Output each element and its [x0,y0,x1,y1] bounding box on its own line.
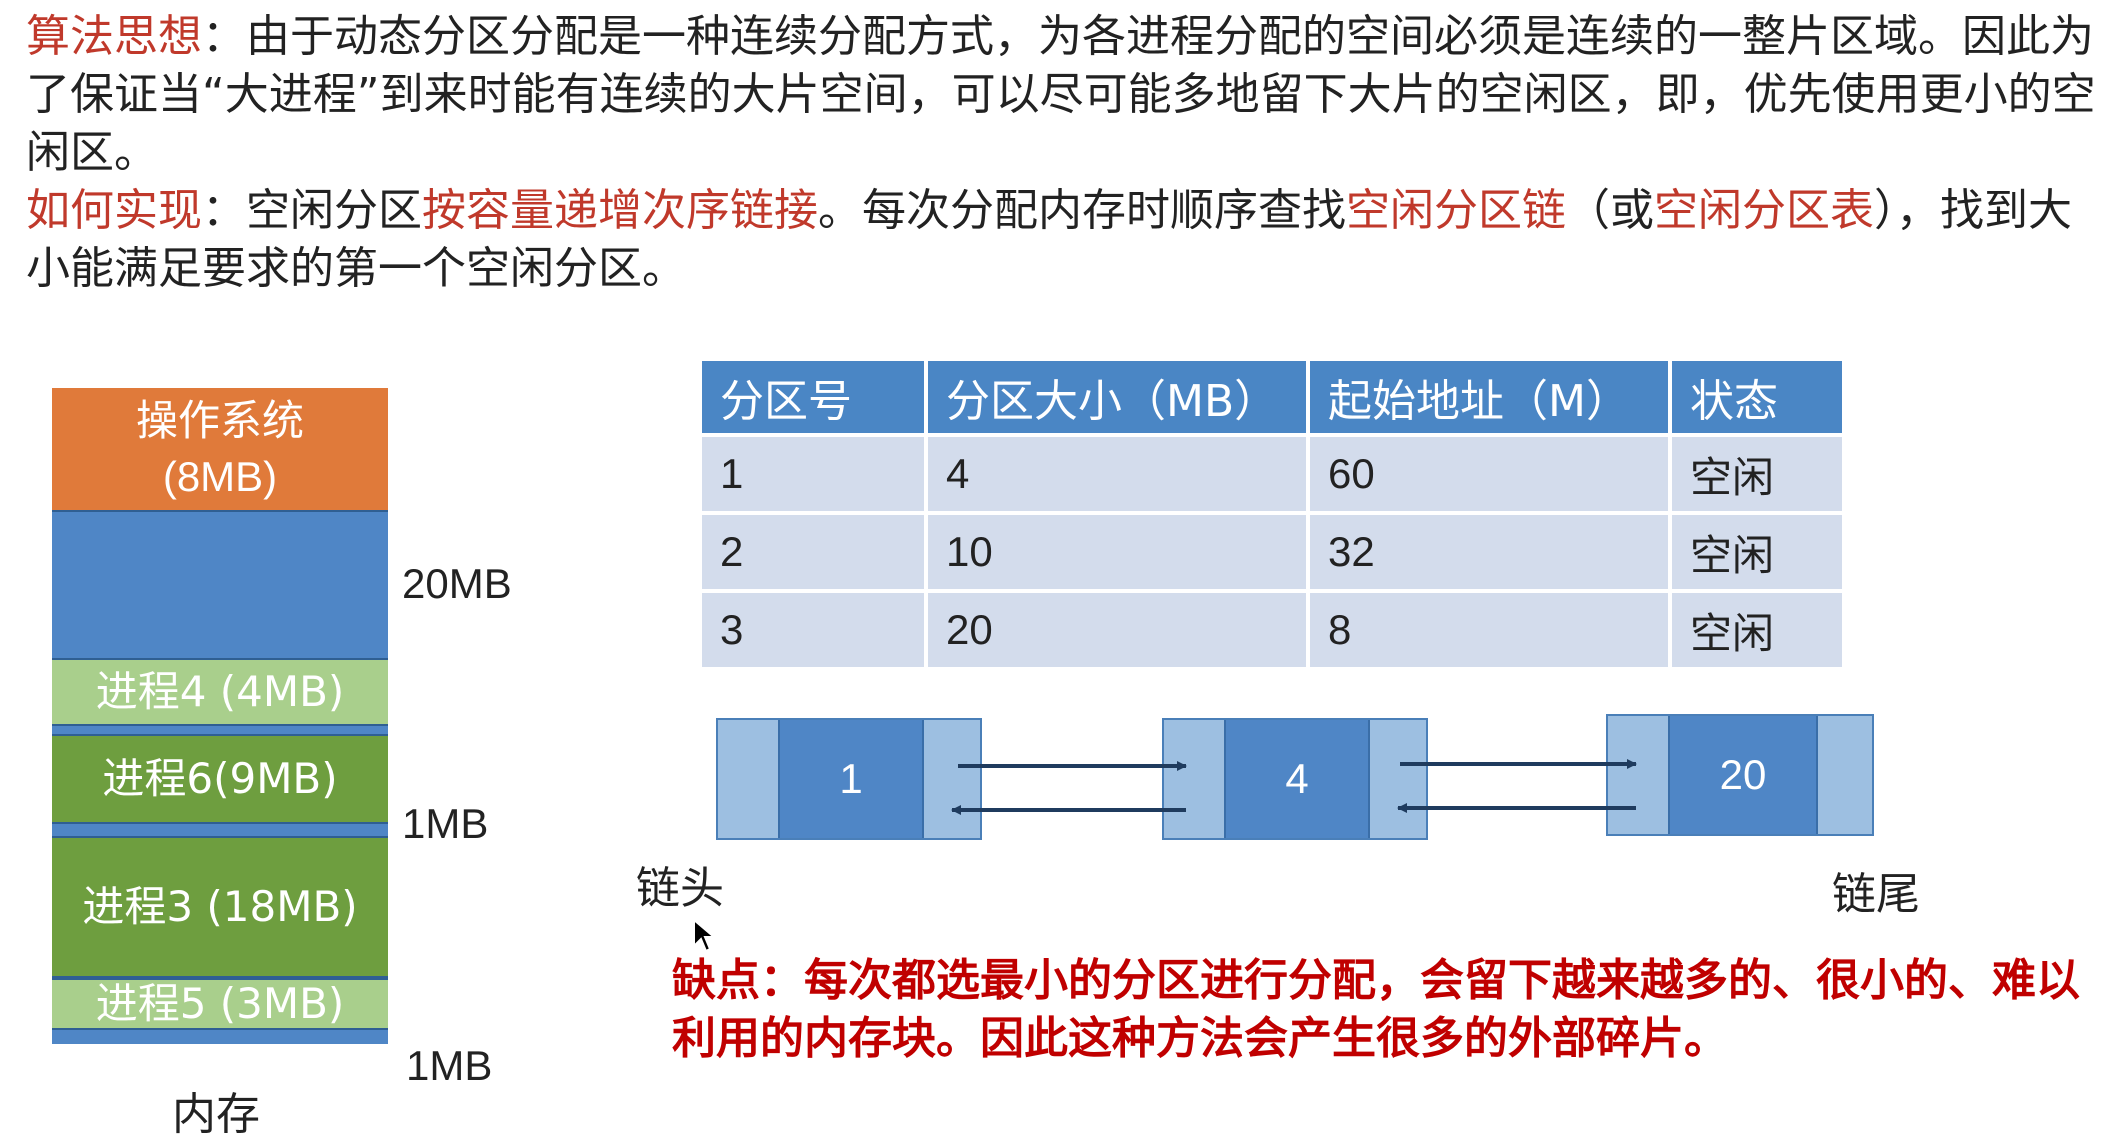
process-6-block: 进程6(9MB) [52,734,388,824]
implementation-text-2: 。每次分配内存时顺序查找 [818,185,1346,236]
cell-partition-size: 4 [928,437,1306,511]
implementation-text-4: ），找到大小能满足要求的第一个空闲分区。 [26,185,2072,294]
cell-status: 空闲 [1672,437,1842,511]
process-4-block: 进程4 (4MB) [52,658,388,726]
free-1mb-label-upper: 1MB [402,800,489,847]
header-partition-size: 分区大小（MB） [928,361,1306,433]
implementation-paragraph: 如何实现：空闲分区按容量递增次序链接。每次分配内存时顺序查找空闲分区链（或空闲分… [26,182,2096,298]
memory-caption: 内存 [172,1089,260,1140]
algorithm-idea-text: ：由于动态分区分配是一种连续分配方式，为各进程分配的空间必须是连续的一整片区域。… [26,11,2096,178]
process-3-block: 进程3 (18MB) [52,836,388,978]
implementation-text-1: ：空闲分区 [202,185,422,236]
cell-partition-number: 1 [702,437,924,511]
header-partition-number: 分区号 [702,361,924,433]
table-header-row: 分区号 分区大小（MB） 起始地址（M） 状态 [702,361,1842,433]
free-partition-table: 分区号 分区大小（MB） 起始地址（M） 状态 1 4 60 空闲 2 10 3… [698,357,1846,671]
implementation-text-3: （或 [1566,185,1654,236]
free-1mb-label-lower: 1MB [406,1042,493,1089]
header-status: 状态 [1672,361,1842,433]
os-label: 操作系统 [135,396,304,445]
os-size: (8MB) [162,453,278,500]
implementation-highlight-1: 按容量递增次序链接 [422,185,818,236]
list-node-1-value: 1 [778,720,924,838]
cell-start-address: 8 [1310,593,1668,667]
cell-status: 空闲 [1672,593,1842,667]
cell-partition-size: 10 [928,515,1306,589]
algorithm-idea-paragraph: 算法思想：由于动态分区分配是一种连续分配方式，为各进程分配的空间必须是连续的一整… [26,8,2096,182]
cell-status: 空闲 [1672,515,1842,589]
list-tail-label: 链尾 [1832,869,1920,920]
header-start-address: 起始地址（M） [1310,361,1668,433]
table-row: 3 20 8 空闲 [702,593,1842,667]
cell-partition-size: 20 [928,593,1306,667]
free-20mb-label: 20MB [402,560,512,607]
list-node-1: 1 [716,718,982,840]
cell-start-address: 60 [1310,437,1668,511]
implementation-highlight-2: 空闲分区链 [1346,185,1566,236]
list-node-3: 20 [1606,714,1874,836]
table-row: 1 4 60 空闲 [702,437,1842,511]
cell-partition-number: 2 [702,515,924,589]
algorithm-idea-label: 算法思想 [26,11,202,62]
defect-note: 缺点：每次都选最小的分区进行分配，会留下越来越多的、很小的、难以利用的内存块。因… [672,955,2080,1064]
memory-diagram: 操作系统 (8MB) 进程4 (4MB) 进程6(9MB) 进程3 (18MB)… [52,388,388,1044]
list-head-label: 链头 [636,863,724,914]
list-node-2: 4 [1162,718,1428,840]
cell-partition-number: 3 [702,593,924,667]
list-node-2-value: 4 [1224,720,1370,838]
cell-start-address: 32 [1310,515,1668,589]
implementation-highlight-3: 空闲分区表 [1654,185,1874,236]
mouse-cursor-icon [693,918,717,953]
list-node-3-value: 20 [1668,716,1818,834]
os-block: 操作系统 (8MB) [52,388,388,512]
implementation-label: 如何实现 [26,185,202,236]
process-5-block: 进程5 (3MB) [52,978,388,1030]
table-row: 2 10 32 空闲 [702,515,1842,589]
